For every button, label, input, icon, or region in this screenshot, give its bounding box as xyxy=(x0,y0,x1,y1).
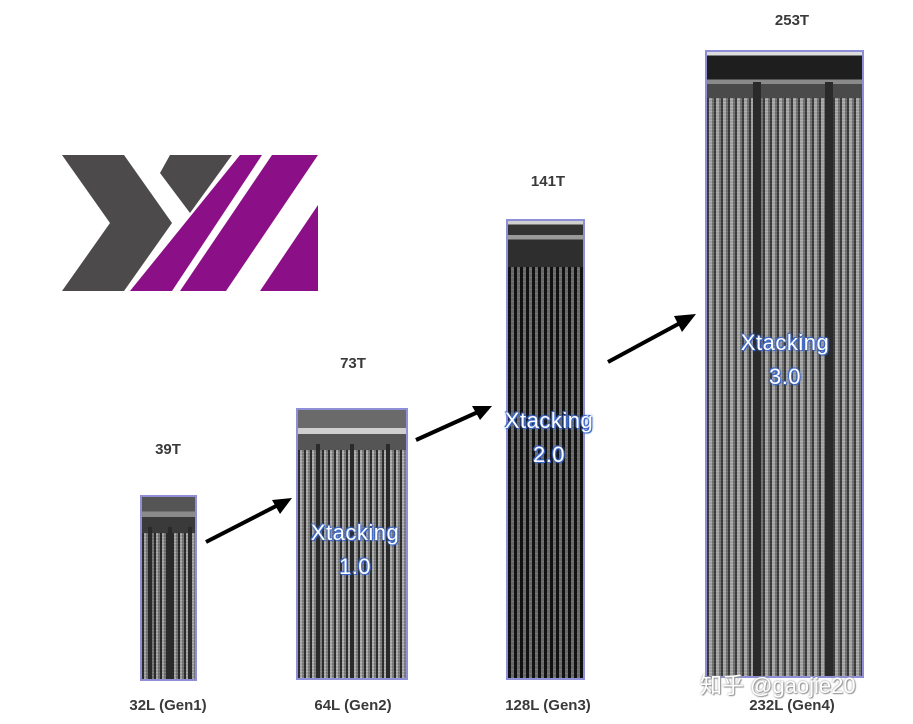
logo-gray-chevron xyxy=(62,155,172,291)
xtacking-version: 1.0 xyxy=(338,554,372,579)
xtacking-name: Xtacking xyxy=(310,520,400,545)
xtacking-name: Xtacking xyxy=(740,330,830,355)
capacity-label-gen3: 141T xyxy=(530,173,566,190)
layer-label-gen3: 128L (Gen3) xyxy=(505,697,591,714)
arrow-gen2-to-gen3 xyxy=(415,406,492,442)
xtacking-label-gen2: Xtacking 1.0 xyxy=(296,516,414,584)
cross-section-gen4 xyxy=(705,50,864,678)
layer-label-gen4: 232L (Gen4) xyxy=(749,697,835,714)
xtacking-label-gen4: Xtacking 3.0 xyxy=(726,326,844,394)
capacity-label-gen4: 253T xyxy=(774,12,810,29)
logo-gray-bar xyxy=(160,155,232,213)
layer-label-gen2: 64L (Gen2) xyxy=(314,697,392,714)
capacity-label-gen2: 73T xyxy=(340,355,366,372)
xtacking-version: 2.0 xyxy=(532,442,566,467)
arrow-gen1-to-gen2 xyxy=(205,498,292,544)
cross-section-gen1 xyxy=(140,495,197,681)
arrow-gen3-to-gen4 xyxy=(607,314,696,364)
xtacking-label-gen3: Xtacking 2.0 xyxy=(490,404,608,472)
watermark: 知乎 @gaojie20 xyxy=(700,673,856,698)
capacity-label-gen1: 39T xyxy=(155,441,181,458)
layer-label-gen1: 32L (Gen1) xyxy=(129,697,207,714)
xtacking-version: 3.0 xyxy=(768,364,802,389)
company-logo xyxy=(62,155,318,291)
logo-purple-stripe-2 xyxy=(180,155,318,291)
cross-section-gen2 xyxy=(296,408,408,680)
logo-purple-stripe-1 xyxy=(130,155,262,291)
xtacking-name: Xtacking xyxy=(504,408,594,433)
logo-purple-stripe-3 xyxy=(260,205,318,291)
cross-section-gen3 xyxy=(506,219,585,680)
